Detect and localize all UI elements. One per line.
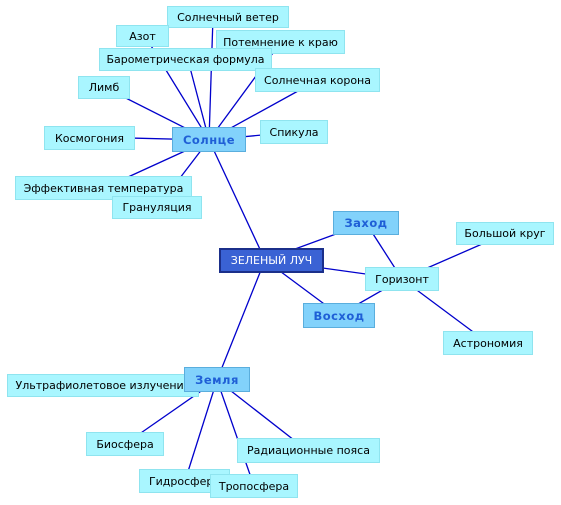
- node-spicule[interactable]: Спикула: [260, 120, 328, 144]
- node-biosphere[interactable]: Биосфера: [86, 432, 164, 456]
- node-ultraviolet[interactable]: Ультрафиолетовое излучение: [7, 374, 199, 397]
- node-horizon[interactable]: Горизонт: [365, 267, 439, 291]
- node-great-circle[interactable]: Большой круг: [456, 222, 554, 245]
- node-astronomy[interactable]: Астрономия: [443, 331, 533, 355]
- link-sun-barometric: [187, 59, 210, 141]
- node-solar-corona[interactable]: Солнечная корона: [255, 68, 380, 92]
- node-center-green-ray[interactable]: ЗЕЛЕНЫЙ ЛУЧ: [219, 248, 324, 273]
- node-limb[interactable]: Лимб: [78, 76, 130, 99]
- node-solar-wind[interactable]: Солнечный ветер: [167, 6, 289, 28]
- node-barometric-formula[interactable]: Барометрическая формула: [99, 48, 272, 71]
- node-granulation[interactable]: Грануляция: [112, 196, 202, 219]
- node-sunrise[interactable]: Восход: [303, 303, 375, 328]
- node-radiation-belts[interactable]: Радиационные пояса: [237, 438, 380, 463]
- node-earth[interactable]: Земля: [184, 367, 250, 392]
- node-sun[interactable]: Солнце: [172, 127, 246, 152]
- link-earth-hydrosphere: [184, 379, 218, 482]
- node-nitrogen[interactable]: Азот: [116, 25, 169, 47]
- node-sunset[interactable]: Заход: [333, 211, 399, 235]
- node-troposphere[interactable]: Тропосфера: [210, 474, 298, 498]
- node-cosmogony[interactable]: Космогония: [44, 126, 135, 150]
- link-center-earth: [216, 259, 266, 381]
- link-sun-solar-wind: [208, 16, 214, 141]
- link-center-sun: [208, 139, 266, 261]
- link-earth-troposphere: [216, 379, 255, 487]
